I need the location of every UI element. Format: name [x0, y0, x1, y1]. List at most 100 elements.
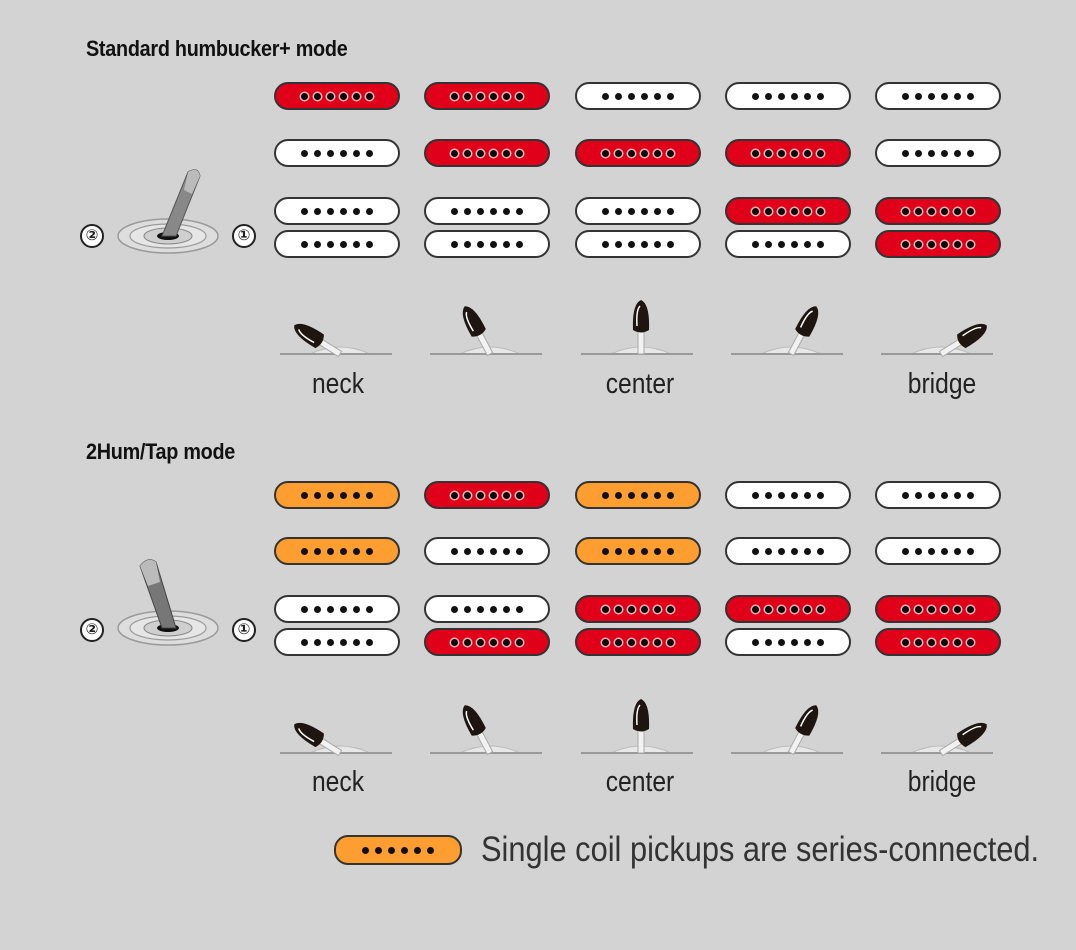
pole-piece: [817, 638, 824, 646]
pole-piece: [967, 240, 974, 248]
pole-piece: [353, 491, 360, 499]
pickup-bridge-coil-bottom-pos2: [424, 230, 550, 258]
pole-piece: [353, 207, 360, 215]
pole-piece: [641, 605, 648, 613]
pole-piece: [340, 240, 347, 248]
pole-piece: [967, 207, 974, 215]
pole-piece: [654, 491, 661, 499]
pole-piece: [641, 92, 648, 100]
pole-piece: [340, 491, 347, 499]
pole-piece: [804, 149, 811, 157]
position-label-bridge: bridge: [907, 368, 977, 400]
legend-text: Single coil pickups are series-connected…: [481, 830, 1040, 869]
pole-piece: [778, 240, 785, 248]
pole-piece: [967, 491, 974, 499]
pole-piece: [791, 491, 798, 499]
pole-piece: [366, 491, 373, 499]
pole-piece: [941, 638, 948, 646]
pole-piece: [327, 149, 334, 157]
pole-piece: [915, 92, 922, 100]
pole-piece: [314, 491, 321, 499]
switch-position-2: ②: [80, 618, 104, 642]
pickup-bridge-coil-bottom-pos1: [274, 230, 400, 258]
pole-piece: [967, 92, 974, 100]
pole-piece: [353, 638, 360, 646]
pole-piece: [427, 846, 434, 854]
pole-piece: [628, 149, 635, 157]
pole-piece: [314, 547, 321, 555]
pole-piece: [654, 92, 661, 100]
pole-piece: [654, 605, 661, 613]
pole-piece: [667, 240, 674, 248]
pole-piece: [516, 638, 523, 646]
pickup-middle-single-pos4: [725, 537, 851, 565]
pole-piece: [353, 547, 360, 555]
pole-piece: [752, 207, 759, 215]
pole-piece: [791, 605, 798, 613]
pole-piece: [314, 605, 321, 613]
lever-position-icon: [430, 306, 542, 357]
pole-piece: [954, 491, 961, 499]
pole-piece: [353, 92, 360, 100]
pickup-middle-single-pos3: [575, 537, 701, 565]
lever-position-icon: [731, 306, 843, 357]
pole-piece: [464, 638, 471, 646]
pole-piece: [752, 240, 759, 248]
pole-piece: [928, 491, 935, 499]
pole-piece: [941, 240, 948, 248]
pole-piece: [301, 240, 308, 248]
pole-piece: [954, 547, 961, 555]
pole-piece: [954, 92, 961, 100]
pole-piece: [615, 149, 622, 157]
pickup-bridge-coil-top-pos3: [575, 197, 701, 225]
pole-piece: [778, 491, 785, 499]
pole-piece: [902, 207, 909, 215]
pole-piece: [301, 605, 308, 613]
pole-piece: [314, 240, 321, 248]
mode-title-2hum-tap: 2Hum/Tap mode: [86, 439, 236, 464]
pickup-bridge-coil-top-pos1: [274, 197, 400, 225]
pickup-neck-single-pos3: [575, 481, 701, 509]
pole-piece: [641, 638, 648, 646]
pole-piece: [902, 240, 909, 248]
pole-piece: [654, 207, 661, 215]
pickup-bridge-coil-top-pos3: [575, 595, 701, 623]
pickup-bridge-coil-top-pos5: [875, 595, 1001, 623]
pole-piece: [817, 491, 824, 499]
pole-piece: [602, 240, 609, 248]
pole-piece: [602, 207, 609, 215]
pole-piece: [602, 605, 609, 613]
pole-piece: [464, 240, 471, 248]
pole-piece: [503, 207, 510, 215]
pole-piece: [654, 547, 661, 555]
pole-piece: [941, 547, 948, 555]
pole-piece: [954, 638, 961, 646]
pole-piece: [765, 149, 772, 157]
pole-piece: [464, 605, 471, 613]
pole-piece: [941, 605, 948, 613]
position-label-center: center: [605, 368, 675, 400]
pole-piece: [915, 491, 922, 499]
pole-piece: [641, 547, 648, 555]
pole-piece: [915, 207, 922, 215]
pole-piece: [327, 207, 334, 215]
pickup-middle-single-pos1: [274, 537, 400, 565]
pole-piece: [902, 491, 909, 499]
pole-piece: [928, 638, 935, 646]
pole-piece: [765, 547, 772, 555]
pole-piece: [667, 149, 674, 157]
lever-position-icon: [881, 323, 993, 358]
lever-position-icon: [581, 300, 693, 355]
pole-piece: [490, 605, 497, 613]
pole-piece: [314, 207, 321, 215]
pole-piece: [778, 605, 785, 613]
pickup-middle-single-pos2: [424, 139, 550, 167]
pole-piece: [602, 149, 609, 157]
pole-piece: [902, 605, 909, 613]
pole-piece: [327, 92, 334, 100]
position-label-neck: neck: [311, 766, 365, 798]
pole-piece: [340, 638, 347, 646]
pole-piece: [340, 149, 347, 157]
pole-piece: [967, 547, 974, 555]
pole-piece: [366, 240, 373, 248]
